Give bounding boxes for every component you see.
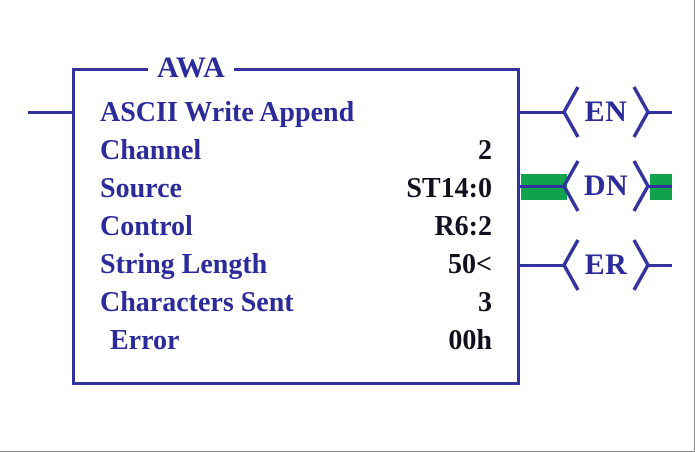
en-output-stub-wire bbox=[648, 111, 672, 114]
parameter-row-channel[interactable]: Channel 2 bbox=[100, 132, 492, 170]
parameter-row-error[interactable]: Error 00h bbox=[100, 322, 492, 360]
parameter-value-characters-sent[interactable]: 3 bbox=[478, 287, 492, 318]
parameter-list: ASCII Write Append Channel 2 Source ST14… bbox=[100, 94, 492, 360]
parameter-value-string-length[interactable]: 50< bbox=[448, 249, 492, 280]
parameter-label-error: Error bbox=[110, 325, 180, 356]
parameter-label-characters-sent: Characters Sent bbox=[100, 287, 294, 318]
parameter-value-channel[interactable]: 2 bbox=[478, 135, 492, 166]
parameter-value-control[interactable]: R6:2 bbox=[434, 211, 492, 242]
error-coil[interactable]: ER bbox=[560, 238, 652, 292]
instruction-name-row: ASCII Write Append bbox=[100, 94, 492, 132]
er-output-stub-wire bbox=[648, 264, 672, 267]
er-branch-wire bbox=[520, 264, 564, 267]
parameter-value-source[interactable]: ST14:0 bbox=[406, 173, 492, 204]
error-coil-label: ER bbox=[584, 248, 628, 281]
enable-coil[interactable]: EN bbox=[560, 85, 652, 139]
enable-coil-label: EN bbox=[584, 95, 628, 128]
en-branch-wire bbox=[520, 111, 564, 114]
instruction-name-label: ASCII Write Append bbox=[100, 97, 355, 128]
done-coil-label: DN bbox=[583, 169, 629, 202]
parameter-label-source: Source bbox=[100, 173, 182, 204]
parameter-label-control: Control bbox=[100, 211, 193, 242]
parameter-row-string-length[interactable]: String Length 50< bbox=[100, 246, 492, 284]
parameter-label-channel: Channel bbox=[100, 135, 202, 166]
parameter-value-error[interactable]: 00h bbox=[448, 325, 492, 356]
dn-branch-wire bbox=[520, 185, 564, 188]
instruction-mnemonic-title: AWA bbox=[148, 52, 235, 84]
awa-instruction-block[interactable] bbox=[72, 68, 520, 385]
parameter-row-characters-sent[interactable]: Characters Sent 3 bbox=[100, 284, 492, 322]
parameter-label-string-length: String Length bbox=[100, 249, 268, 280]
parameter-row-source[interactable]: Source ST14:0 bbox=[100, 170, 492, 208]
parameter-row-control[interactable]: Control R6:2 bbox=[100, 208, 492, 246]
dn-output-stub-wire bbox=[648, 185, 672, 188]
input-rung-wire bbox=[28, 111, 74, 114]
done-coil[interactable]: DN bbox=[560, 159, 652, 213]
